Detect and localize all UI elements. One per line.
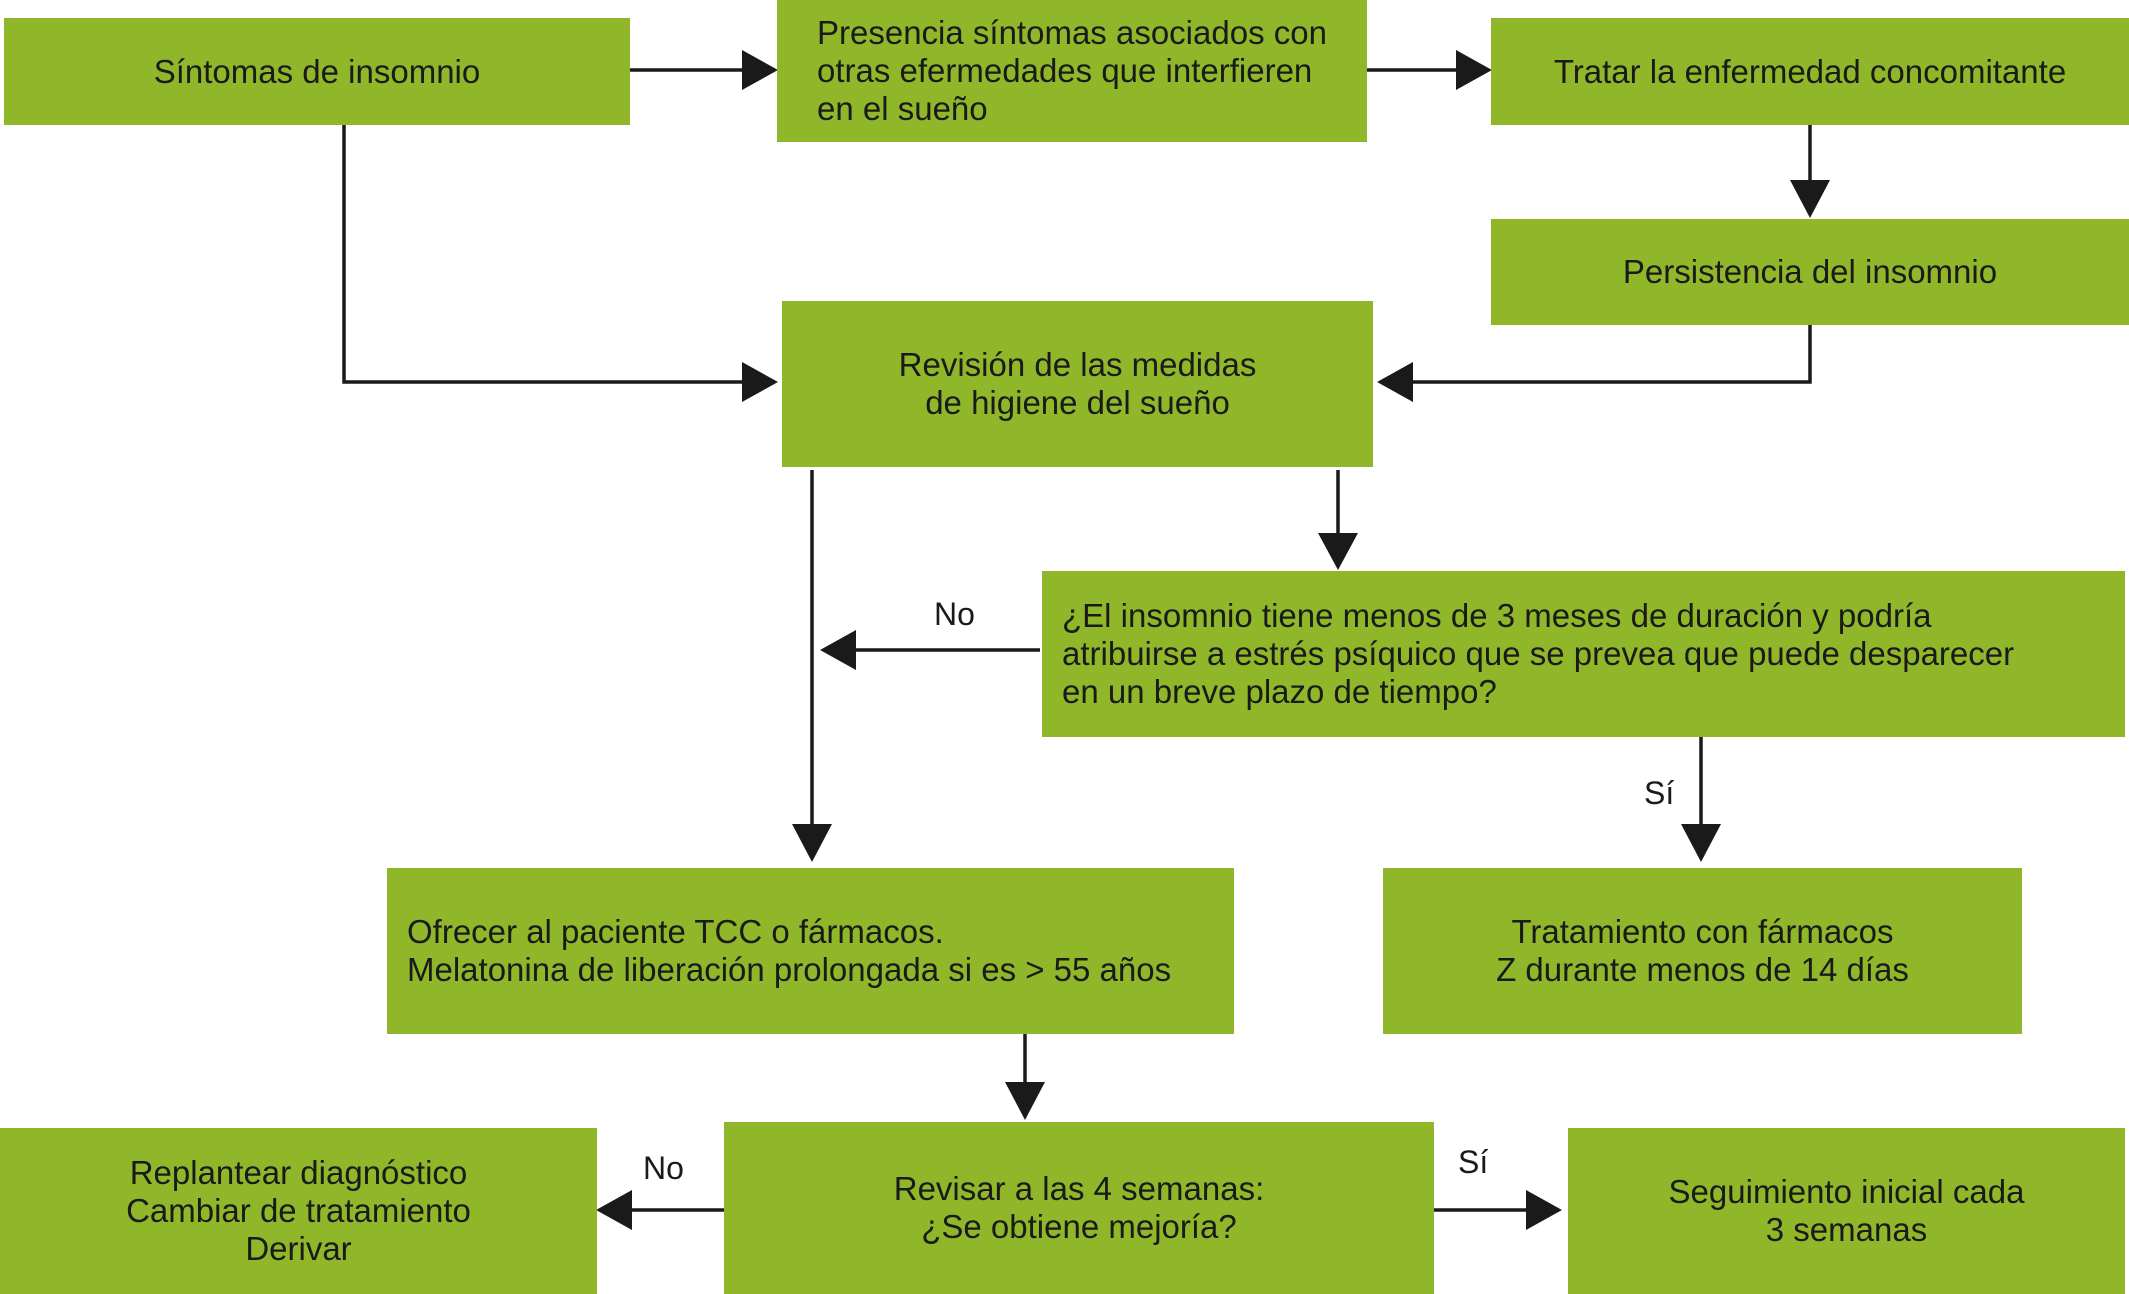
arrowhead-n2	[742, 50, 778, 90]
edge-n1-n5	[342, 125, 742, 384]
edge-label-no-duracion: No	[934, 596, 975, 632]
edge-label-si-duracion: Sí	[1644, 775, 1675, 811]
arrowhead-n6	[1318, 533, 1358, 570]
node-sintomas-insomnio: Síntomas de insomnio	[4, 18, 630, 125]
node-seguimiento-inicial: Seguimiento inicial cada 3 semanas	[1568, 1128, 2125, 1294]
node-replantear-diagnostico: Replantear diagnóstico Cambiar de tratam…	[0, 1128, 597, 1294]
node-sintomas-asociados: Presencia síntomas asociados con otras e…	[777, 0, 1367, 142]
arrowhead-n8	[1681, 824, 1721, 862]
arrowhead-no-1	[820, 630, 856, 670]
node-pregunta-duracion: ¿El insomnio tiene menos de 3 meses de d…	[1042, 571, 2125, 737]
node-tratamiento-farmacos-z: Tratamiento con fármacos Z durante menos…	[1383, 868, 2022, 1034]
node-ofrecer-tcc: Ofrecer al paciente TCC o fármacos. Mela…	[387, 868, 1234, 1034]
node-tratar-enfermedad: Tratar la enfermedad concomitante	[1491, 18, 2129, 125]
arrowhead-n5-left	[742, 362, 778, 402]
arrowhead-n9	[596, 1190, 632, 1230]
node-persistencia-insomnio: Persistencia del insomnio	[1491, 219, 2129, 325]
arrowhead-n11	[1526, 1190, 1562, 1230]
edge-label-si-mejoria: Sí	[1458, 1144, 1489, 1180]
node-revision-higiene: Revisión de las medidas de higiene del s…	[782, 301, 1373, 467]
arrowhead-n5-right	[1377, 362, 1413, 402]
arrowhead-n4	[1790, 180, 1830, 218]
arrowhead-n3	[1456, 50, 1492, 90]
arrowhead-n10	[1005, 1082, 1045, 1120]
arrowhead-n7	[792, 824, 832, 862]
edge-n4-n5	[1412, 325, 1812, 384]
edge-label-no-mejoria: No	[643, 1150, 684, 1186]
node-revisar-4-semanas: Revisar a las 4 semanas: ¿Se obtiene mej…	[724, 1122, 1434, 1294]
